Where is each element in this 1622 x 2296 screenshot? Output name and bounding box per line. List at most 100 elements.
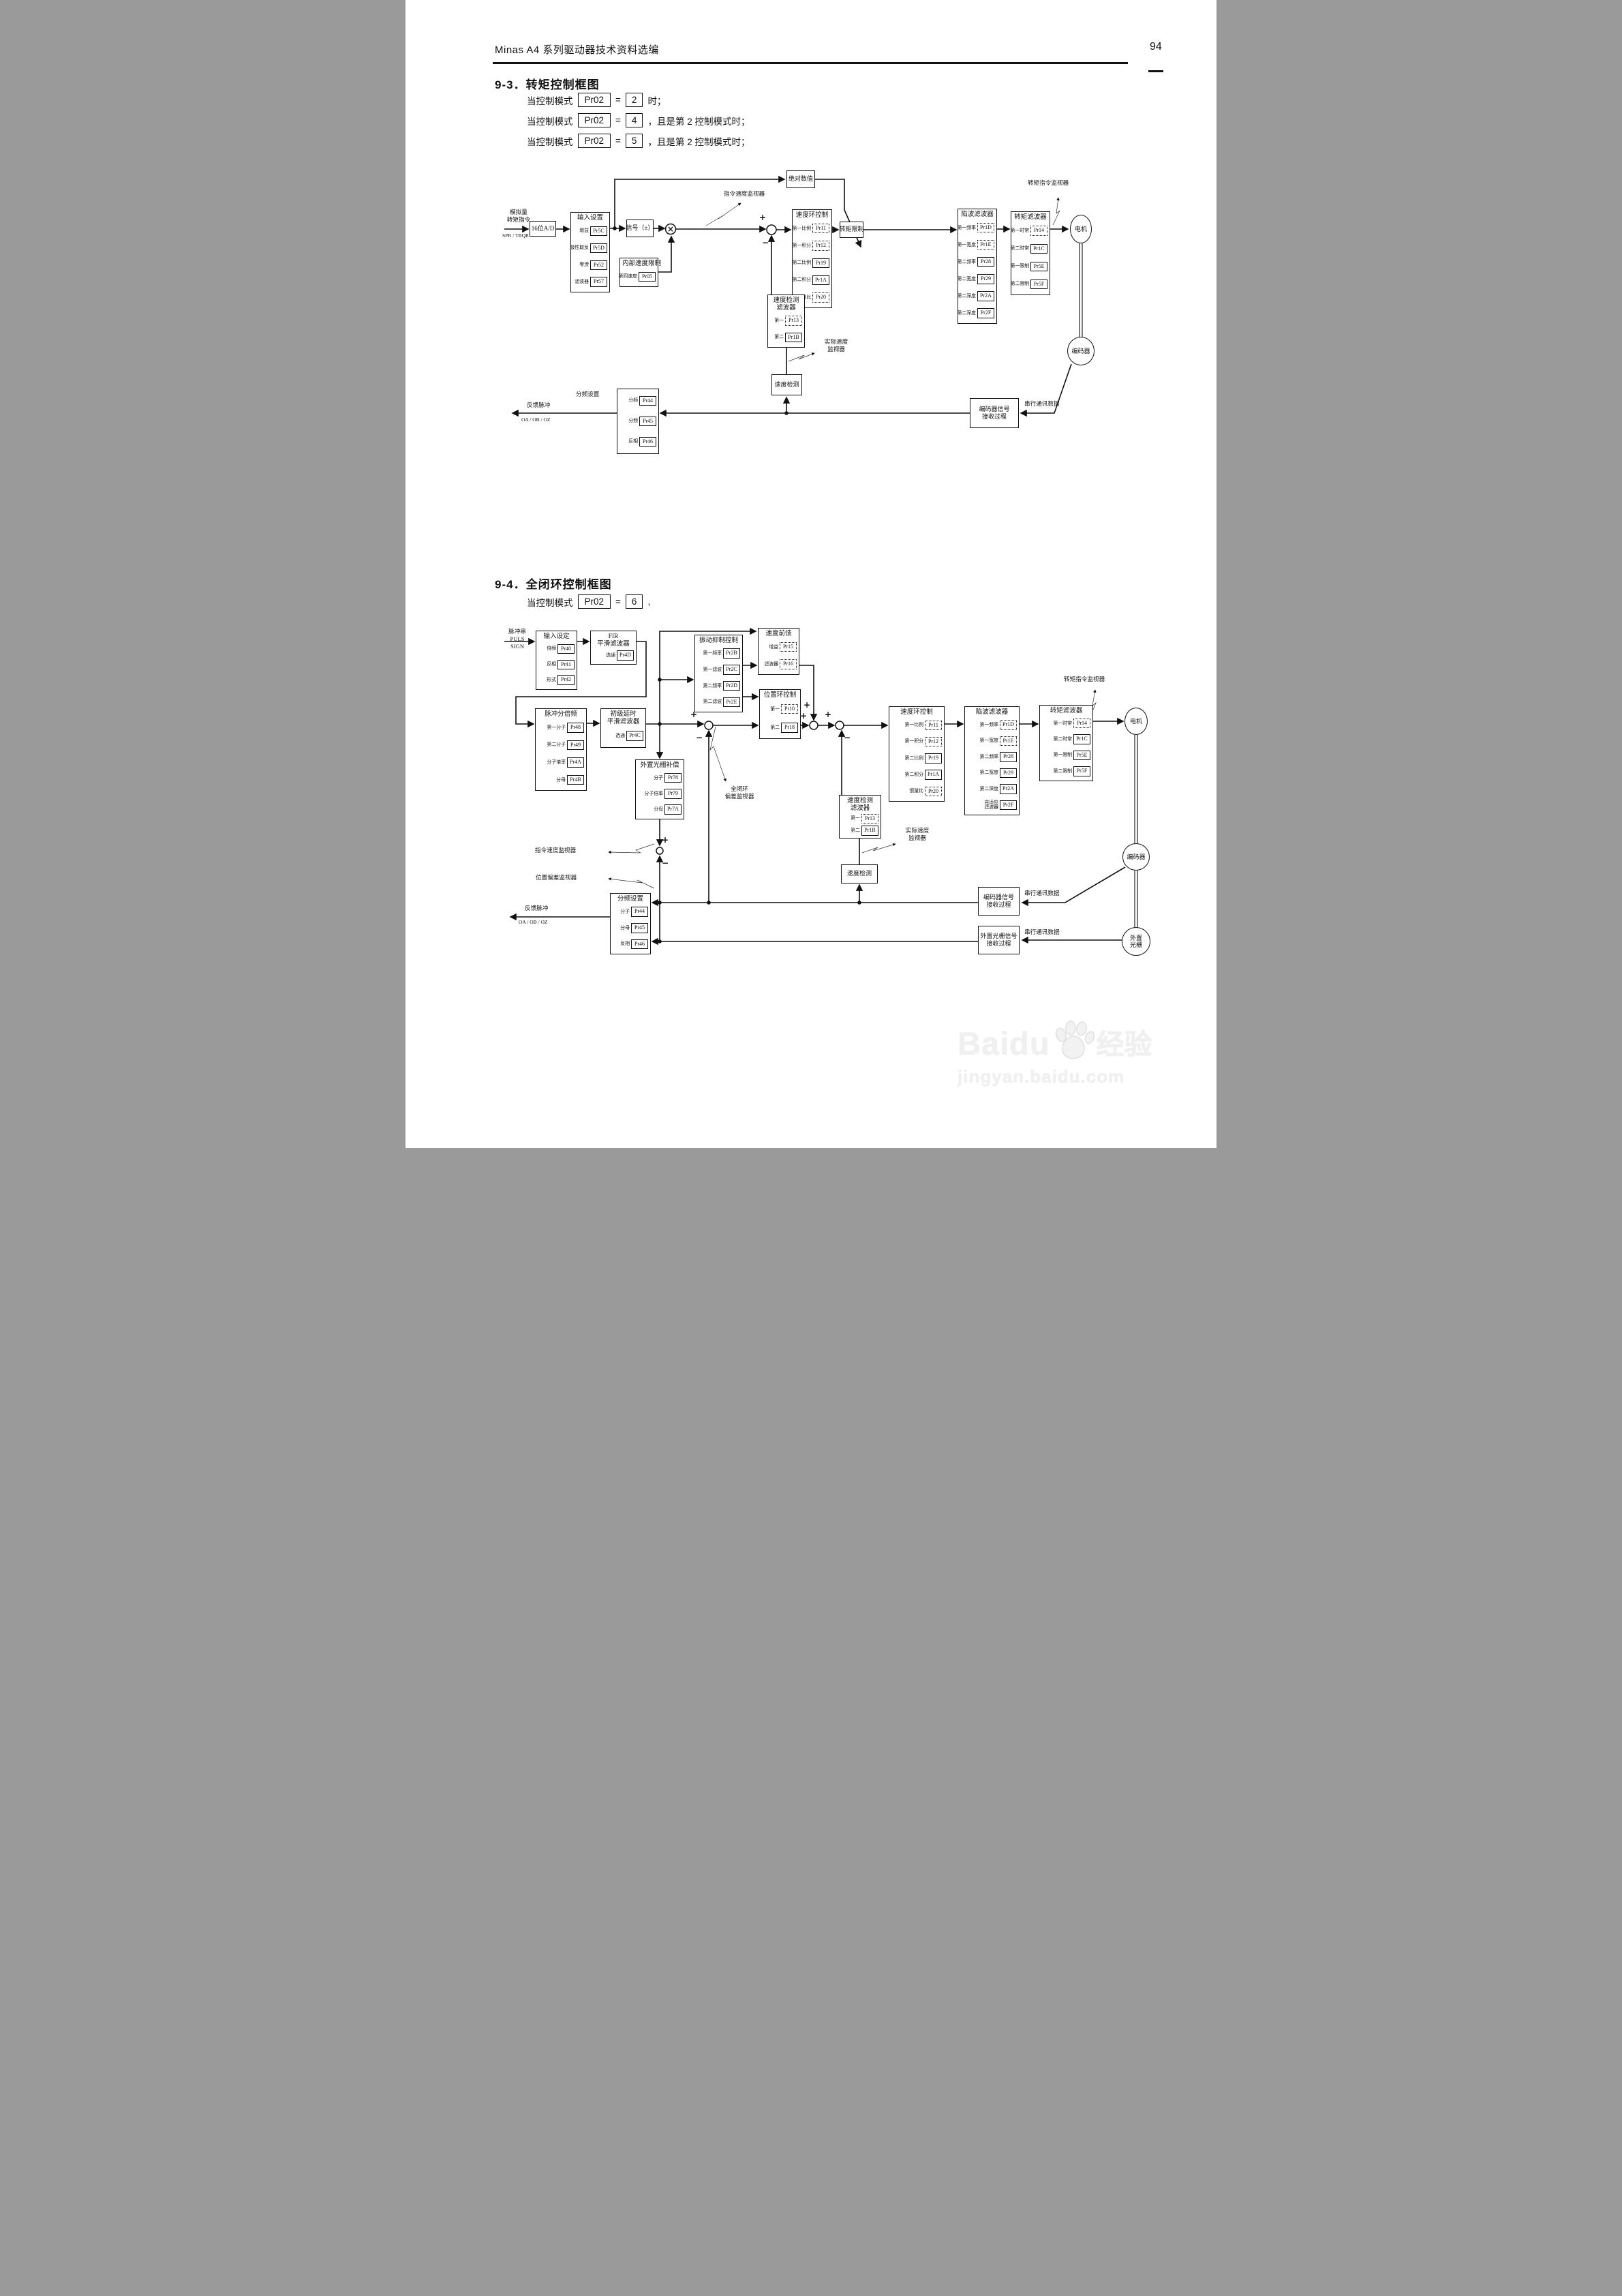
param-value-box: Pr18 (781, 723, 798, 733)
operator-sign: + (690, 710, 698, 719)
label-line: 滤波器 (764, 661, 778, 667)
operator-sign: + (661, 835, 669, 845)
label-line: 分母 (654, 806, 663, 812)
label-line: 第二时常 (1010, 246, 1029, 252)
mode-value-box: 6 (625, 594, 643, 609)
internal-speed-limit-title: 内部速度限制 (622, 260, 661, 268)
notch-filter-1-title: 陷波滤波器 (960, 211, 994, 219)
feedback-pulse-2: 反馈脉冲 (525, 905, 548, 912)
param-value-box: Pr5C (590, 226, 607, 237)
label-line: 反相 (547, 662, 556, 667)
label-line: 反馈脉冲 (525, 905, 549, 911)
label-line: 指令速度监视器 (535, 847, 577, 854)
param-value-box: Pr2F (977, 308, 994, 318)
torque-cmd-monitor-1: 转矩指令监视器 (1028, 179, 1069, 187)
feedback-pulse-1: 反馈脉冲 (527, 402, 550, 409)
param-value-box: Pr14 (1030, 226, 1047, 236)
speed-detect-filter-2-title: 速度检测滤波器 (842, 798, 878, 812)
label-line: 第四速度 (618, 274, 637, 280)
encoder-signal-receive-1: 编码器信号接收过程 (970, 398, 1019, 428)
label-line: 监视器 (827, 346, 845, 353)
mode-value-box: 5 (625, 134, 643, 148)
speed-detect-2: 速度检测 (841, 864, 878, 883)
label-line: 倍频 (547, 646, 556, 652)
param-row-label: 第二宽度 (957, 277, 976, 282)
param-value-box: Pr40 (557, 644, 575, 654)
encoder-1: 编码器 (1067, 337, 1095, 365)
param-row-label: 第二积分 (904, 772, 923, 777)
label-line: 第二 (774, 335, 784, 340)
oa-ob-oz-2: OA / OB / OZ (519, 919, 548, 926)
param-value-box: Pr44 (631, 907, 648, 917)
param-value-box: Pr2C (723, 665, 740, 675)
label-line: 转矩指令 (506, 216, 531, 224)
param-row-label: 第一比例 (904, 723, 923, 727)
box-line: 信号（±） (626, 224, 654, 232)
label-line: 第一积分 (792, 243, 811, 248)
equals-sign: = (615, 95, 621, 105)
param-value-box: Pr11 (812, 224, 829, 234)
title-line: 转矩滤波器 (1014, 214, 1047, 221)
mode-value-box: 4 (625, 113, 643, 127)
cmd-speed-monitor-1: 指令速度监视器 (724, 190, 765, 198)
speed-detect-filter-1-title: 速度检测滤波器 (770, 297, 802, 312)
param-value-box: Pr4A (567, 757, 584, 768)
label-line: 第二频率 (957, 259, 976, 265)
title-line: 滤波器 (850, 804, 870, 812)
label-line: 第二深度 (979, 787, 998, 792)
param-row-label: 极性取反 (570, 245, 589, 250)
label-line: 分频 (628, 398, 638, 404)
param-value-box: Pr10 (781, 704, 798, 714)
label-line: SIGN (510, 643, 525, 650)
condition-prefix: 当控制模式 (527, 116, 573, 127)
condition-prefix: 当控制模式 (527, 597, 573, 608)
condition-suffix: ，且是第 2 控制模式时； (647, 116, 750, 127)
param-value-box: Pr1A (925, 770, 942, 780)
param-row-label: 第二积分 (792, 277, 811, 282)
title-line: 位置环控制 (763, 692, 797, 699)
title-line: 陷波滤波器 (961, 211, 994, 218)
title-line: 分频设置 (617, 896, 643, 903)
title-line: 平滑滤波器 (607, 718, 640, 725)
param-value-box: Pr7A (664, 804, 682, 815)
param-value-box: Pr46 (639, 436, 656, 447)
param-row-label: 第二限制 (1010, 282, 1029, 286)
param-value-box: Pr2F (1000, 800, 1017, 811)
oa-ob-oz-1: OA / OB / OZ (521, 417, 551, 423)
param-value-box: Pr13 (785, 316, 802, 326)
title-line: 速度检测 (773, 297, 799, 304)
param-row-label: 第一 (774, 318, 784, 323)
param-value-box: Pr2E (723, 697, 740, 708)
label-line: 分母 (620, 925, 630, 931)
equals-sign: = (615, 596, 621, 607)
param-row-label: 形式 (547, 678, 556, 682)
vibration-suppress-control-title: 振动抑制控制 (697, 637, 740, 645)
input-setting-torque-title: 输入设置 (573, 215, 607, 222)
param-row-label: 第一频率 (957, 226, 976, 230)
param-value-box: Pr49 (567, 740, 584, 751)
external-scale: 外置光栅 (1122, 927, 1150, 956)
param-row-label: 分频 (628, 419, 638, 423)
param-row-label: 增益 (579, 228, 589, 233)
param-row-label: 第一分子 (547, 725, 566, 730)
label-line: 第二时常 (1053, 737, 1072, 742)
label-line: 第一比例 (904, 723, 923, 728)
param-value-box: Pr15 (780, 642, 797, 652)
